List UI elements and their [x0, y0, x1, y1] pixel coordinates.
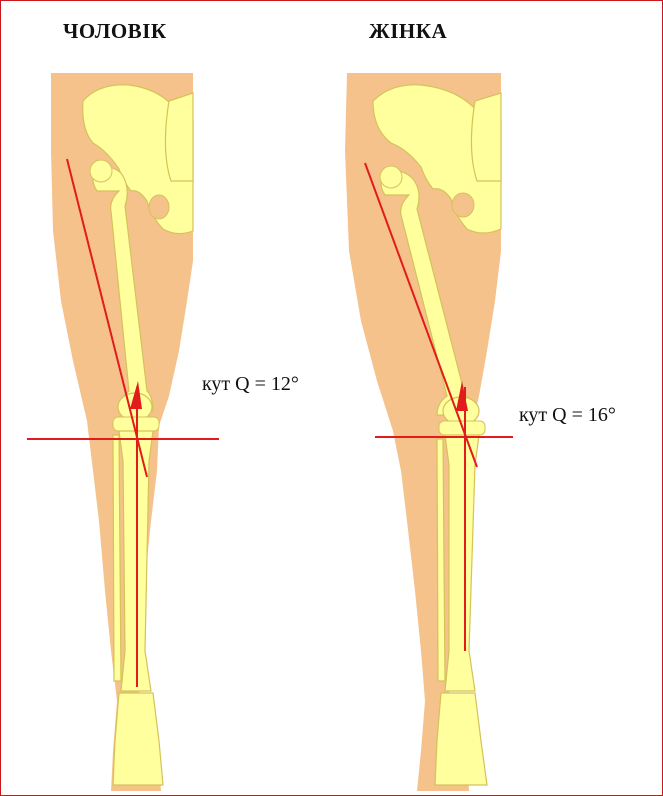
male-femoral-head: [90, 160, 112, 182]
male-leg: [27, 73, 219, 791]
male-fibula: [113, 435, 121, 681]
female-pelvis-foramen: [452, 193, 474, 217]
female-femoral-head: [380, 166, 402, 188]
female-fibula: [437, 439, 445, 681]
female-foot: [435, 693, 487, 785]
female-leg: [345, 73, 513, 791]
female-q-angle-label: кут Q = 16°: [519, 404, 616, 427]
male-foot: [113, 693, 163, 785]
female-sacrum: [471, 93, 501, 181]
male-q-angle-label: кут Q = 12°: [202, 373, 299, 396]
male-sacrum: [165, 93, 193, 181]
male-pelvis-foramen: [149, 195, 169, 219]
female-tibia: [445, 435, 479, 691]
